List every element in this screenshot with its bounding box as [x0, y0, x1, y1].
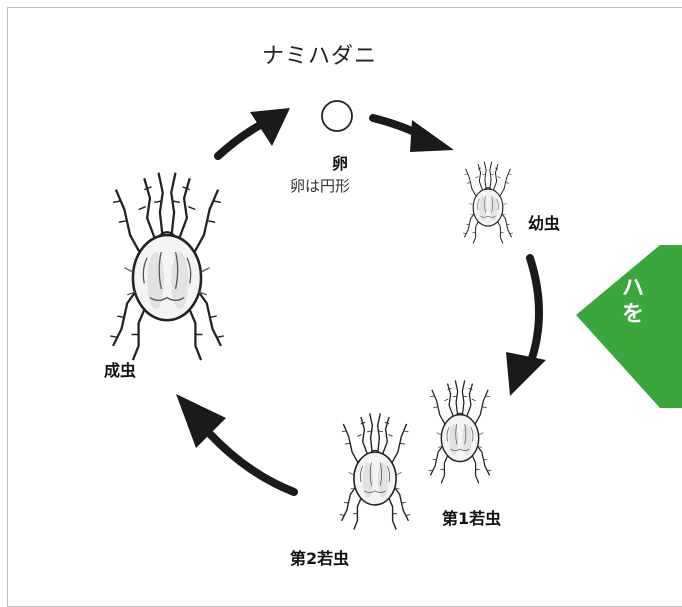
diagram-title: ナミハダニ	[262, 44, 378, 69]
nymph2-label: 第2若虫	[290, 549, 350, 568]
nymph1-label: 第1若虫	[442, 509, 502, 528]
arrow-nymph2-to-adult	[176, 394, 298, 496]
nymph1-mite-illustration	[428, 379, 492, 485]
adult-label: 成虫	[104, 361, 137, 380]
egg-illustration	[321, 100, 353, 132]
arrow-adult-to-egg	[214, 108, 290, 160]
larva-label: 幼虫	[528, 214, 561, 233]
banner-line-2: を	[622, 302, 645, 327]
adult-mite-illustration	[108, 171, 226, 362]
larva-mite-illustration	[462, 161, 514, 244]
egg-label: 卵	[332, 154, 349, 173]
nymph2-mite-illustration	[339, 412, 411, 531]
life-cycle-diagram	[108, 100, 682, 531]
arrow-egg-to-larva	[369, 114, 454, 152]
green-side-banner[interactable]	[576, 245, 682, 408]
egg-note: 卵は円形	[290, 177, 351, 195]
banner-line-1: ハ	[622, 276, 645, 301]
banner-text[interactable]: ハ を	[622, 276, 644, 328]
arrow-larva-to-nymph1	[506, 254, 546, 396]
